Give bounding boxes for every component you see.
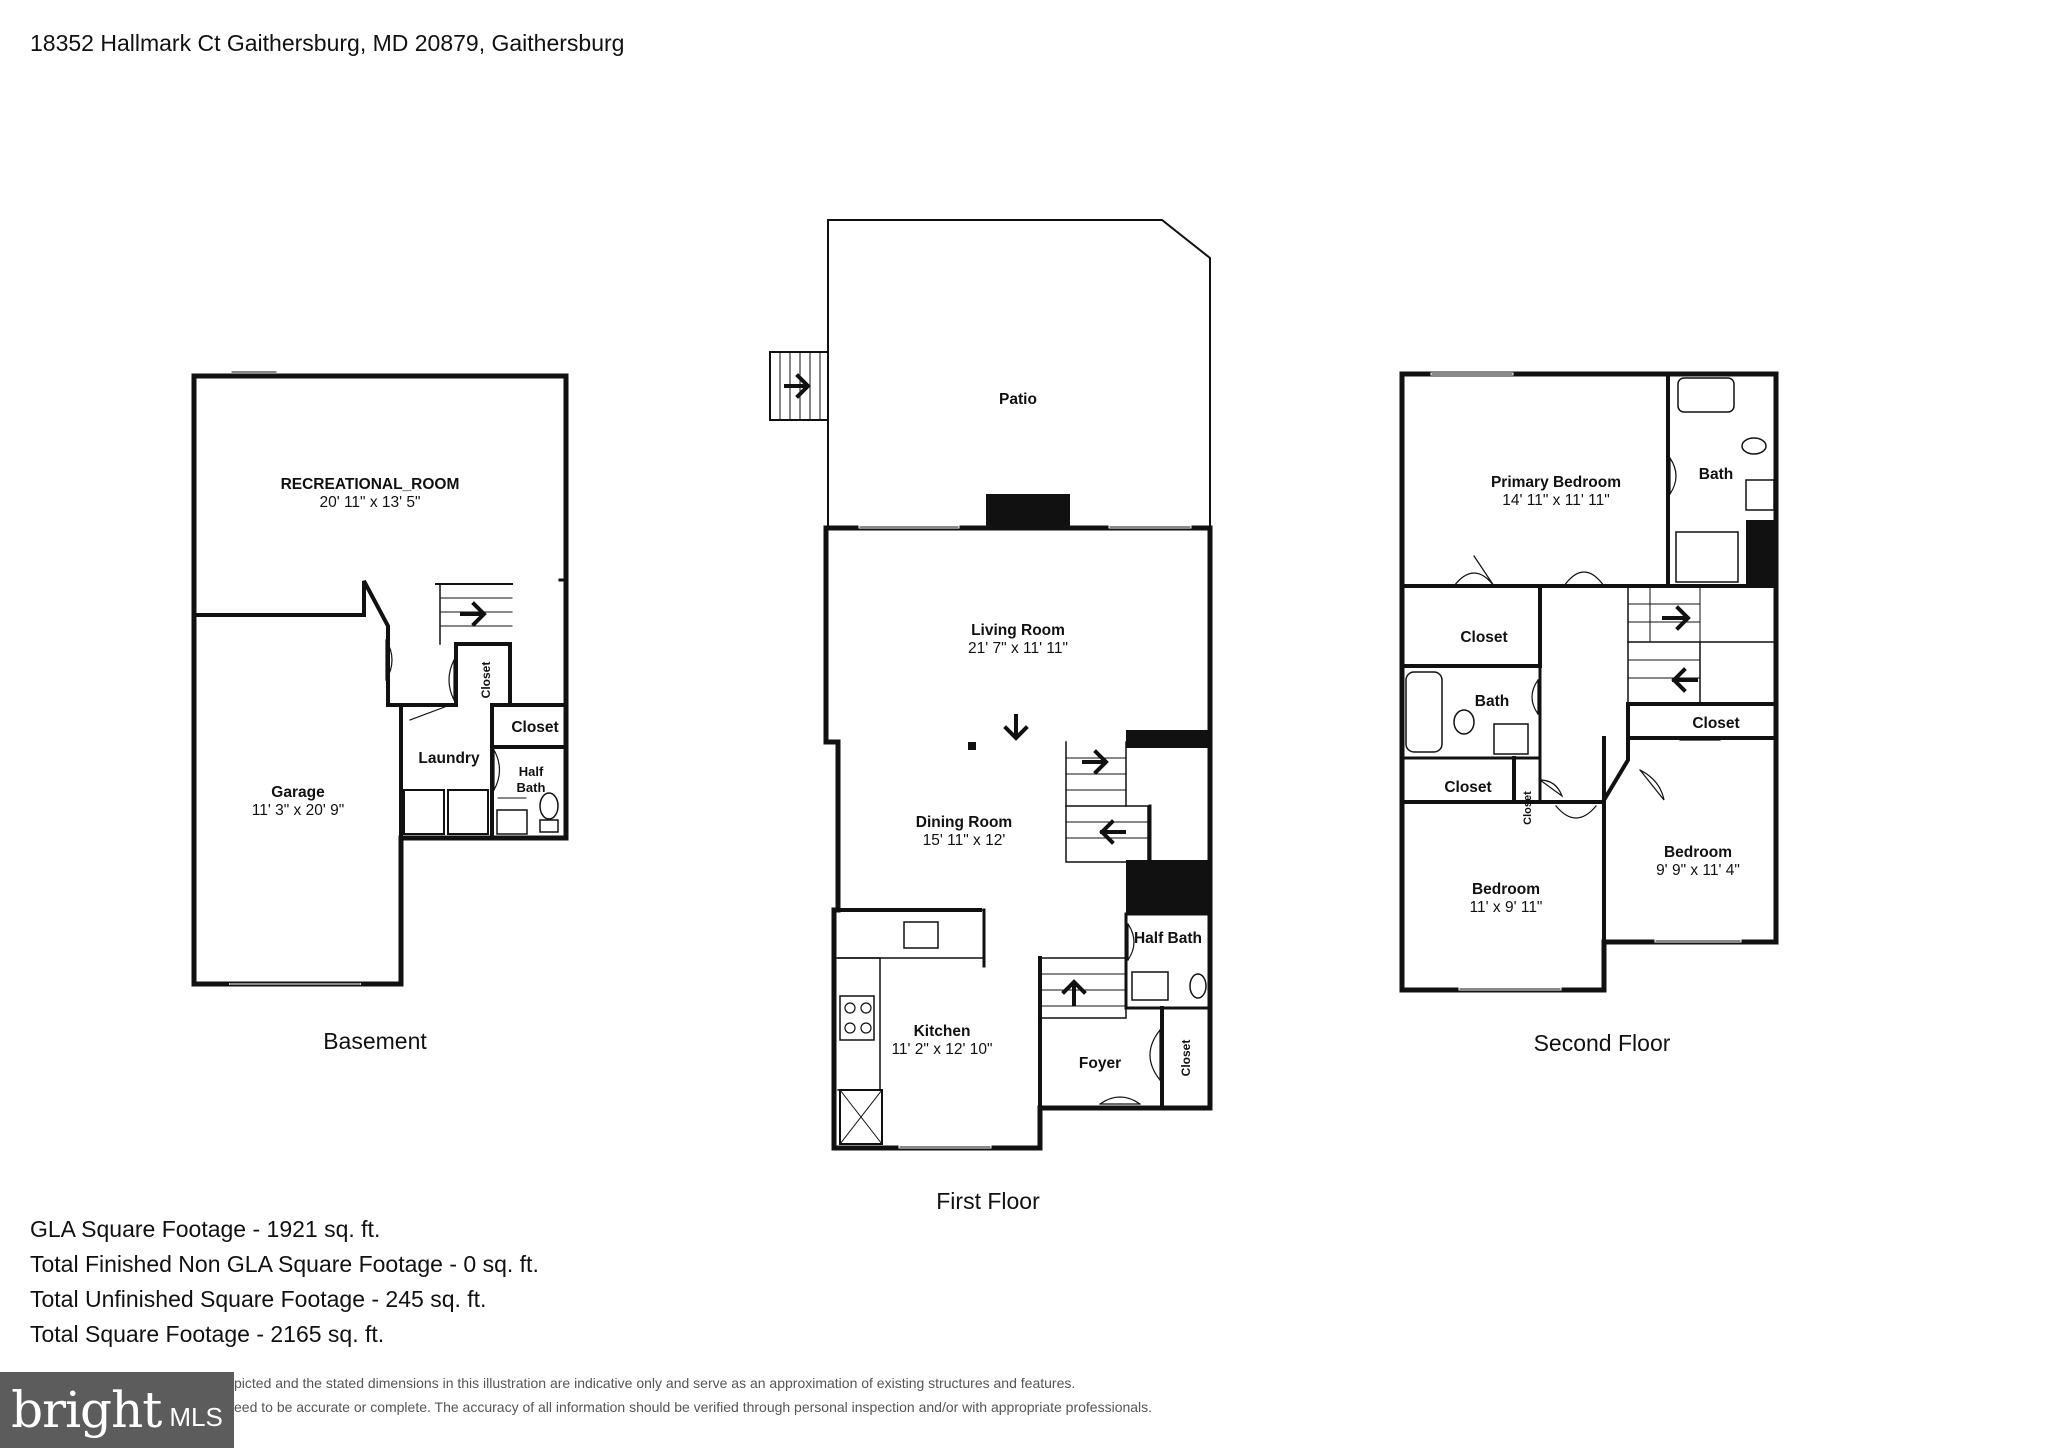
room-name-first-closet: Closet (1179, 1040, 1193, 1077)
room-name-living-room: Living Room (971, 622, 1065, 639)
floor-label-first-floor: First Floor (936, 1188, 1040, 1214)
room-name-foyer: Foyer (1079, 1055, 1121, 1072)
room-dims-primary-bedroom: 14' 11" x 11' 11" (1502, 492, 1609, 509)
room-name-primary-bath: Bath (1699, 466, 1733, 483)
basement-plan (191, 370, 569, 987)
floor-label-basement: Basement (323, 1028, 427, 1054)
room-name-tiny-closet: Closet (1522, 791, 1534, 825)
gla-square-footage: GLA Square Footage - 1921 sq. ft. (30, 1216, 381, 1242)
room-name-basement-half-bath-line2: Bath (517, 780, 546, 795)
non-gla-square-footage: Total Finished Non GLA Square Footage - … (30, 1251, 539, 1277)
property-address: 18352 Hallmark Ct Gaithersburg, MD 20879… (30, 30, 625, 56)
room-name-kitchen: Kitchen (914, 1023, 971, 1040)
room-name-garage: Garage (271, 784, 325, 801)
room-name-basement-closet-small: Closet (479, 662, 493, 699)
logo-suffix: MLS (169, 1401, 223, 1432)
logo-word: bright (11, 1381, 162, 1439)
room-name-basement-half-bath-line1: Half (519, 764, 544, 779)
disclaimer-line-2: eed to be accurate or complete. The accu… (234, 1399, 1153, 1415)
room-name-bedroom-right: Bedroom (1664, 844, 1732, 861)
room-name-bedroom-left: Bedroom (1472, 881, 1540, 898)
room-name-patio: Patio (999, 391, 1037, 408)
bright-mls-logo: bright MLS (0, 1372, 234, 1448)
disclaimer-line-1: picted and the stated dimensions in this… (234, 1375, 1076, 1391)
total-square-footage: Total Square Footage - 2165 sq. ft. (30, 1321, 385, 1347)
floor-label-second-floor: Second Floor (1533, 1030, 1671, 1056)
room-name-hall-closet: Closet (1460, 629, 1507, 646)
room-dims-recreational-room: 20' 11" x 13' 5" (319, 494, 420, 511)
second-floor-plan (1399, 371, 1779, 993)
room-name-basement-closet: Closet (511, 719, 558, 736)
room-dims-bedroom-left: 11' x 9' 11" (1470, 899, 1543, 916)
room-name-laundry: Laundry (418, 750, 480, 767)
room-name-first-half-bath: Half Bath (1134, 930, 1202, 947)
room-dims-kitchen: 11' 2" x 12' 10" (891, 1041, 992, 1058)
room-name-dining-room: Dining Room (916, 814, 1012, 831)
room-name-right-closet: Closet (1692, 715, 1739, 732)
room-dims-dining-room: 15' 11" x 12' (923, 832, 1006, 849)
room-name-recreational-room: RECREATIONAL_ROOM (281, 476, 460, 493)
room-name-primary-bedroom: Primary Bedroom (1491, 474, 1621, 491)
room-dims-garage: 11' 3" x 20' 9" (252, 802, 344, 819)
unfinished-square-footage: Total Unfinished Square Footage - 245 sq… (30, 1286, 487, 1312)
room-dims-living-room: 21' 7" x 11' 11" (968, 640, 1068, 657)
room-dims-bedroom-right: 9' 9" x 11' 4" (1656, 862, 1740, 879)
room-name-left-closet: Closet (1444, 779, 1491, 796)
room-name-hall-bath: Bath (1475, 693, 1509, 710)
first-floor-plan (769, 219, 1213, 1151)
